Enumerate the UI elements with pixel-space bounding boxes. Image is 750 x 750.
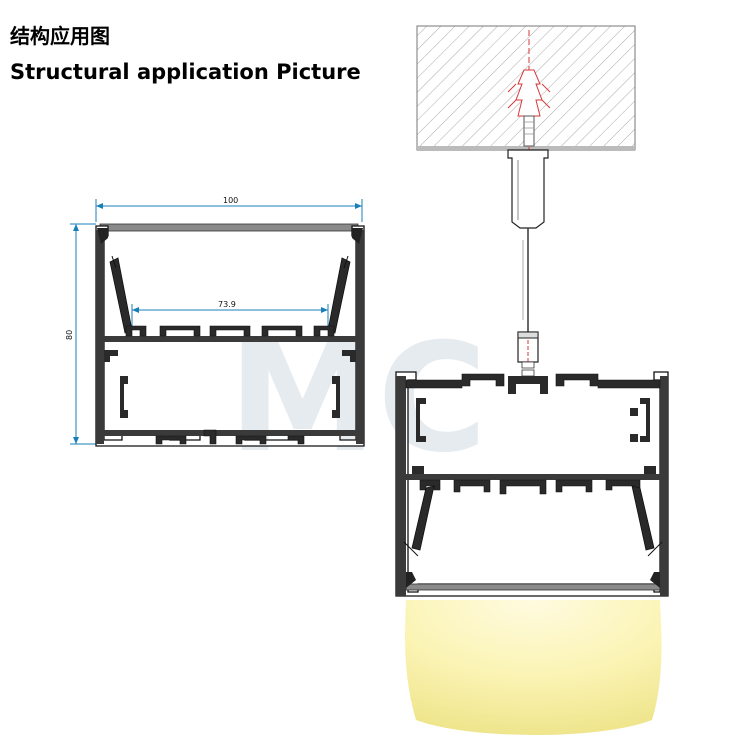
fixture-right-wall xyxy=(660,376,668,596)
height-dimension-label: 80 xyxy=(65,330,74,340)
upper-left-hook xyxy=(416,398,426,442)
left-wall xyxy=(96,230,104,444)
fixture-middle-plate xyxy=(406,474,660,480)
inner-width-label: 73.9 xyxy=(218,300,236,309)
bottom-diffuser xyxy=(405,583,661,591)
upper-right-hook xyxy=(640,398,650,442)
left-reflector xyxy=(109,257,133,334)
left-top-clip xyxy=(97,228,108,244)
inner-width-dimension: 73.9 xyxy=(131,300,329,326)
ceiling-surface xyxy=(417,146,635,150)
bottom-plate xyxy=(104,430,356,436)
title-english: Structural application Picture xyxy=(10,60,361,84)
right-hook-lower xyxy=(332,376,340,418)
fixture-right-reflector xyxy=(631,485,655,551)
width-dimension: 100 xyxy=(95,196,363,222)
left-cross-section: 100 80 xyxy=(65,196,365,447)
width-dimension-label: 100 xyxy=(223,196,238,205)
fixture-left-wall xyxy=(396,376,406,596)
right-suspended-fixture xyxy=(395,25,669,735)
ceiling-canopy xyxy=(507,149,549,229)
cable-gripper xyxy=(517,331,539,382)
anchor-bolt xyxy=(507,30,551,150)
left-hook-lower xyxy=(120,376,128,418)
driver-slots xyxy=(125,325,335,337)
height-dimension: 80 xyxy=(65,223,96,445)
right-top-clip xyxy=(352,228,363,244)
right-hook-upper xyxy=(342,350,356,362)
right-wall xyxy=(356,230,364,444)
left-hook-upper xyxy=(104,350,118,362)
top-mounting-channel xyxy=(405,373,661,389)
bottom-slots xyxy=(155,429,305,445)
top-center-slot xyxy=(508,376,548,394)
fixture-left-reflector xyxy=(411,485,435,551)
title-chinese: 结构应用图 xyxy=(10,24,110,48)
top-diffuser xyxy=(99,223,359,232)
middle-plate xyxy=(104,336,356,342)
light-beam xyxy=(405,600,662,735)
